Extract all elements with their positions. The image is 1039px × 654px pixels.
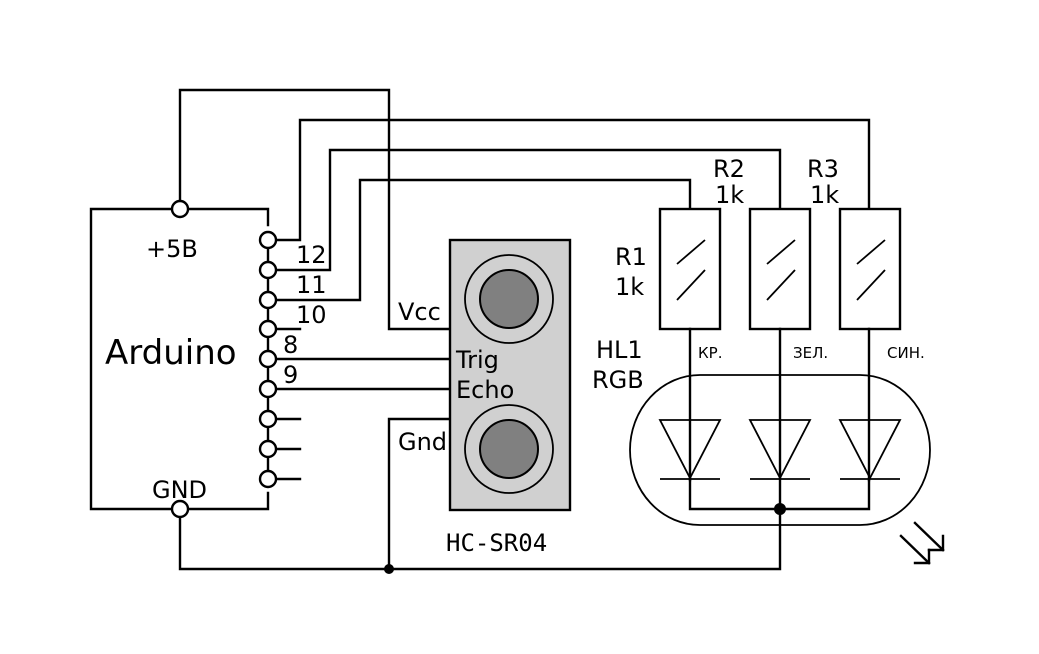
light-emission-icon <box>899 521 945 565</box>
emission-arrow <box>913 521 945 552</box>
arduino-ground-label: GND <box>152 476 207 504</box>
resistor-r2-value: 1k <box>715 181 744 209</box>
resistor-r1-ref: R1 <box>615 243 647 271</box>
led-channel-green: ЗЕЛ. <box>793 344 828 362</box>
wire-pin12-to-r3 <box>274 118 871 242</box>
emission-arrowhead <box>927 534 945 552</box>
transducer-bottom-core <box>479 419 539 479</box>
led-type: RGB <box>592 366 644 394</box>
pin-unused-2 <box>258 439 278 459</box>
arduino-power-label: +5В <box>146 235 198 263</box>
pin-label-11: 11 <box>296 271 327 299</box>
pin-12 <box>258 230 278 250</box>
hc-sr04-sensor: Vcc Trig Echo Gnd HC-SR04 <box>398 238 572 557</box>
pin-label-9: 9 <box>283 361 298 389</box>
resistor-r3-ref: R3 <box>807 155 839 183</box>
transducer-top-core <box>479 269 539 329</box>
junction-ground-sensor <box>384 564 394 574</box>
pin-gnd <box>170 499 190 519</box>
pin-8 <box>258 319 278 339</box>
junction-led-common <box>774 503 786 515</box>
resistor-r2: R2 1k <box>713 155 812 511</box>
led-ref: HL1 <box>596 336 643 364</box>
wire-ground-bus <box>178 507 782 571</box>
arduino-title: Arduino <box>105 333 237 373</box>
led-channel-blue: СИН. <box>887 344 925 362</box>
resistor-r3-mark <box>856 239 886 265</box>
pin-9-echo <box>258 379 278 399</box>
sensor-pin-gnd: Gnd <box>398 428 447 456</box>
pin-5v <box>170 199 190 219</box>
resistor-r3-mark <box>856 269 886 301</box>
resistor-r2-body <box>748 207 812 331</box>
sensor-name: HC-SR04 <box>446 529 547 557</box>
arduino-block: Arduino +5В GND <box>89 207 270 511</box>
diode-red-triangle <box>658 419 722 480</box>
resistor-r1-value: 1k <box>615 273 644 301</box>
arduino-outline <box>89 207 270 511</box>
pin-10 <box>258 290 278 310</box>
rgb-led: HL1 RGB <box>592 336 945 565</box>
wire-pin10-to-r1 <box>274 178 692 302</box>
sensor-pin-trig: Trig <box>455 346 499 374</box>
resistor-r3-value: 1k <box>810 181 839 209</box>
resistor-r1-mark <box>676 239 706 265</box>
resistor-r2-ref: R2 <box>713 155 745 183</box>
resistor-r2-mark <box>766 239 796 265</box>
pin-8-trig <box>258 349 278 369</box>
emission-arrow <box>899 534 931 565</box>
diode-blue-triangle <box>838 419 902 480</box>
wire-5v-to-vcc <box>178 88 452 331</box>
resistor-r2-mark <box>766 269 796 301</box>
pin-label-10: 10 <box>296 301 327 329</box>
sensor-pin-vcc: Vcc <box>398 298 441 326</box>
diode-green-triangle <box>748 419 812 480</box>
resistor-r1-mark <box>676 269 706 301</box>
pin-unused-1 <box>258 409 278 429</box>
resistor-r3: R3 1k <box>807 155 902 482</box>
pin-label-8: 8 <box>283 331 298 359</box>
resistor-r3-body <box>838 207 902 331</box>
pin-unused-3 <box>258 469 278 489</box>
led-channel-red: КР. <box>698 344 722 362</box>
pin-label-12: 12 <box>296 241 327 269</box>
wire-pin11-to-r2 <box>274 148 782 272</box>
resistor-r1-body <box>658 207 722 331</box>
emission-arrowhead <box>913 548 931 565</box>
sensor-pin-echo: Echo <box>456 376 514 404</box>
led-package-outline <box>629 374 931 526</box>
pin-11 <box>258 260 278 280</box>
wire-sensor-gnd <box>387 417 452 571</box>
diode-green <box>748 419 812 480</box>
resistor-r1: R1 1k <box>615 207 722 482</box>
